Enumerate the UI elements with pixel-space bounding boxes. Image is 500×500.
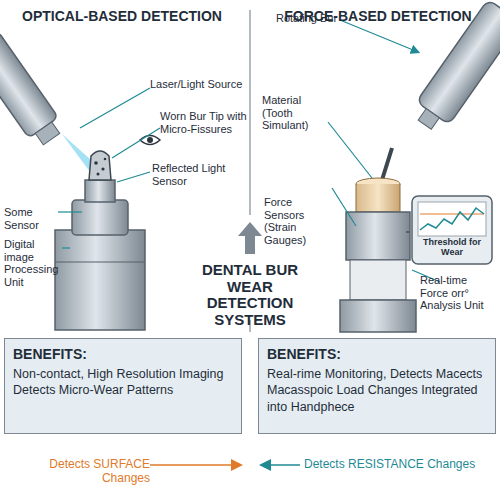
- box-text: Real-rime Monitoring, Detects Macects Ma…: [267, 366, 487, 415]
- part-label: Digital image Processing Unit: [4, 238, 62, 289]
- part-label: Reflected Light Sensor: [152, 162, 242, 187]
- benefits-box: BENEFITS: Real-rime Monitoring, Detects M…: [258, 338, 496, 434]
- part-label: Real-time Force orr° Analysis Unit: [420, 274, 498, 312]
- part-label: Worn Bur Tip with Micro-Fissures: [160, 110, 248, 135]
- part-label: Force Sensors (Strain Gauges): [264, 196, 334, 247]
- monitor-screen: Threshold for Wear: [412, 236, 492, 264]
- summary-note: Detects SURFACE Changes: [10, 458, 150, 486]
- part-label: Rotating Bur: [276, 12, 346, 25]
- diagram-title: DENTAL BUR WEAR DETECTION SYSTEMS: [182, 262, 318, 328]
- box-heading: BENEFITS:: [267, 345, 487, 363]
- benefits-box: BENEFITS: Non-contact, High Resolution Im…: [4, 338, 242, 434]
- part-label: Laser/Light Source: [150, 78, 245, 91]
- box-text: Non-contact, High Resolution Imaging Det…: [13, 366, 233, 399]
- part-label: Some Sensor: [4, 206, 58, 231]
- box-text: Threshold for Wear: [415, 238, 489, 258]
- summary-note: Detects RESISTANCE Changes: [304, 458, 484, 472]
- box-heading: BENEFITS:: [13, 345, 233, 363]
- part-label: Material (Tooth Simulant): [262, 94, 334, 132]
- section-heading: OPTICAL-BASED DETECTION: [12, 8, 232, 24]
